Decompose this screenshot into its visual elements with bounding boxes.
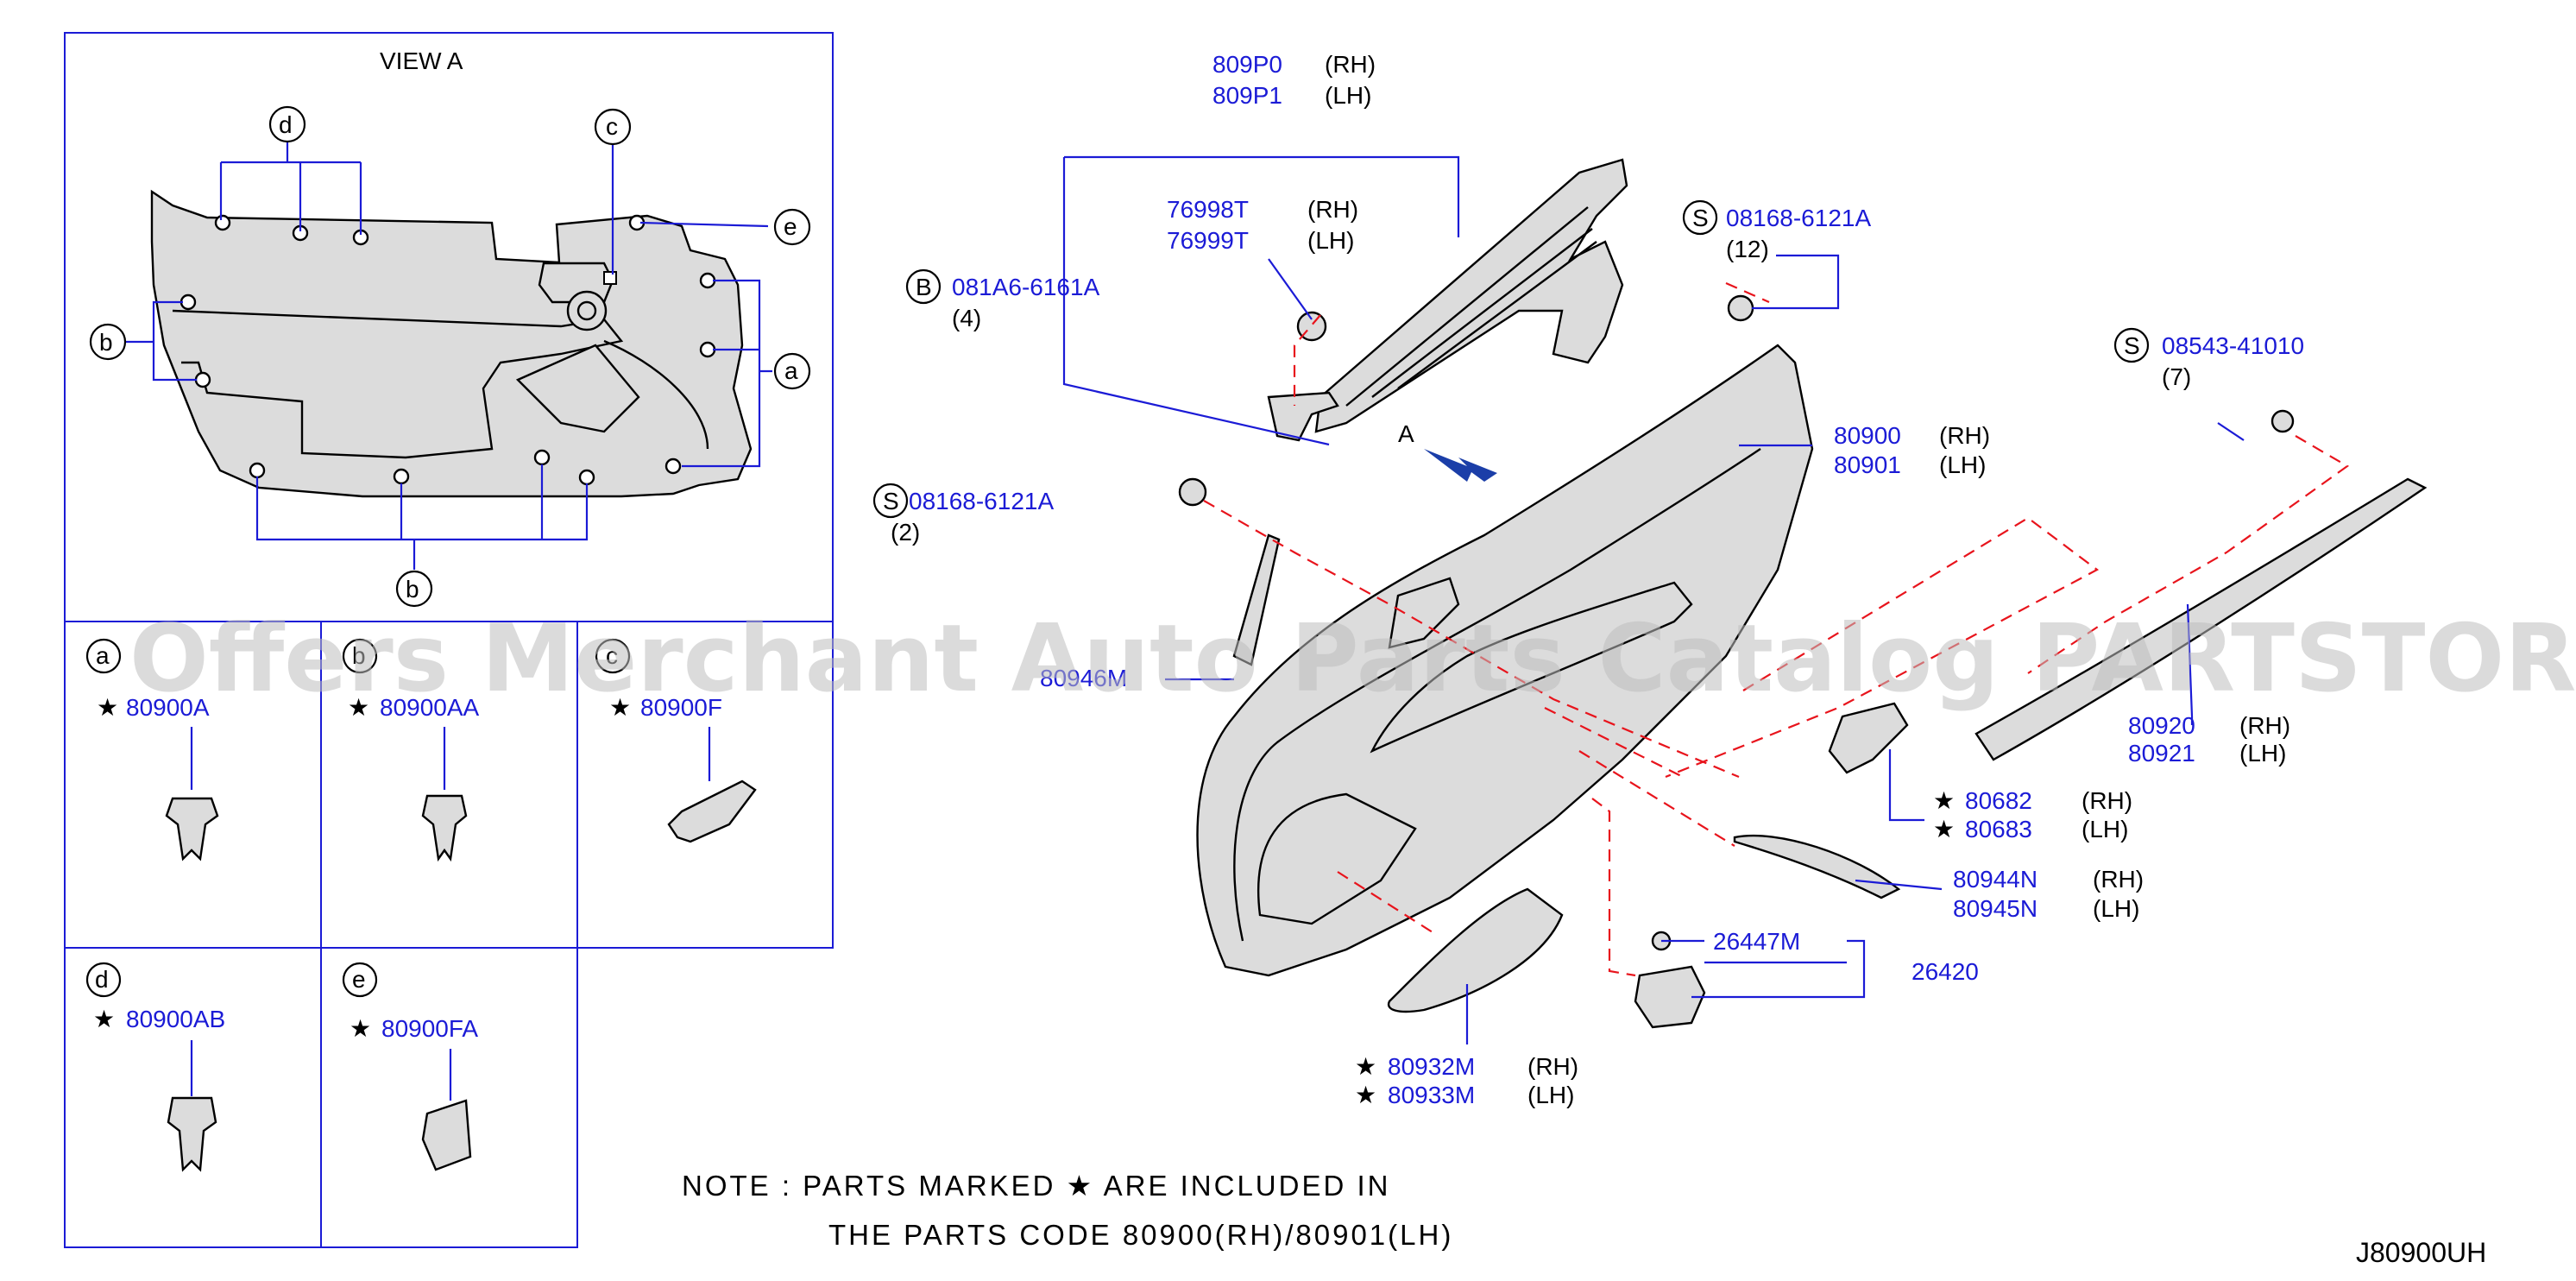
part-08543-41010-link[interactable]: 08543-41010 (2162, 332, 2304, 359)
part-80944N-link[interactable]: 80944N (1953, 866, 2037, 893)
qty-7: (7) (2162, 363, 2191, 390)
part-80932M-link[interactable]: 80932M (1388, 1053, 1475, 1080)
part-08168-6121A-lower-link[interactable]: 08168-6121A (909, 488, 1054, 514)
part-80946M-link[interactable]: 80946M (1040, 665, 1127, 691)
part-80900-link[interactable]: 80900 (1834, 422, 1901, 449)
trim-strip-80920 (1975, 477, 2428, 761)
callout-S-3: S (2124, 332, 2140, 359)
part-labels: 809P0 (RH) 809P1 (LH) 76998T (RH) 76999T… (872, 51, 2304, 1108)
part-leaders (1062, 155, 2245, 1044)
part-80920-link[interactable]: 80920 (2128, 712, 2195, 739)
clip-e-letter: e (352, 966, 366, 993)
clip-a-letter: a (96, 642, 110, 669)
side-lh: (LH) (2093, 895, 2139, 922)
clip-d-part-link[interactable]: 80900AB (126, 1006, 225, 1032)
part-26447M-link[interactable]: 26447M (1713, 928, 1800, 955)
side-rh: (RH) (2239, 712, 2290, 739)
qty-4: (4) (952, 305, 981, 331)
callout-b: b (99, 329, 113, 356)
callout-S-2: S (883, 488, 899, 514)
callout-e: e (784, 213, 797, 240)
part-809P1-link[interactable]: 809P1 (1212, 82, 1282, 109)
note-line-2: THE PARTS CODE 80900(RH)/80901(LH) (828, 1219, 1453, 1251)
part-80683-link[interactable]: 80683 (1965, 816, 2032, 842)
clip-a-star: ★ (97, 694, 118, 721)
callout-a: a (784, 357, 798, 384)
clip-e-star: ★ (350, 1015, 371, 1042)
pull-handle-80682 (1828, 702, 1909, 774)
part-26420-link[interactable]: 26420 (1912, 958, 1979, 985)
side-rh: (RH) (1527, 1053, 1578, 1080)
view-a-title: VIEW A (380, 47, 463, 74)
clip-d-letter: d (95, 966, 109, 993)
part-80933M-link[interactable]: 80933M (1388, 1082, 1475, 1108)
callout-S-1: S (1692, 205, 1709, 231)
clip-d-icon (167, 1096, 217, 1172)
side-lh: (LH) (1325, 82, 1371, 109)
part-80921-link[interactable]: 80921 (2128, 740, 2195, 767)
clip-c-part-link[interactable]: 80900F (640, 694, 722, 721)
clip-c-letter: c (606, 642, 618, 669)
armrest-pad-80944N (1733, 834, 1901, 899)
clip-b-letter: b (352, 642, 366, 669)
part-76998T-link[interactable]: 76998T (1167, 196, 1249, 223)
side-rh: (RH) (1939, 422, 1990, 449)
callout-B: B (916, 274, 932, 300)
upper-brace-809P0 (1314, 158, 1628, 433)
door-panel-back-view (150, 189, 753, 498)
callout-b-bottom: b (406, 576, 419, 603)
part-809P0-link[interactable]: 809P0 (1212, 51, 1282, 78)
side-lh: (LH) (2082, 816, 2128, 842)
watermark: Offers Merchant Auto Parts Catalog PARTS… (129, 605, 2576, 713)
side-lh: (LH) (1939, 451, 1986, 478)
arrow-a-label: A (1398, 420, 1414, 447)
part-80945N-link[interactable]: 80945N (1953, 895, 2037, 922)
star-80683: ★ (1933, 816, 1955, 842)
side-rh: (RH) (2093, 866, 2144, 893)
clip-a-icon (165, 797, 219, 861)
view-a-arrow: A (1398, 420, 1497, 482)
part-80901-link[interactable]: 80901 (1834, 451, 1901, 478)
clip-d-star: ★ (93, 1006, 115, 1032)
view-a-panel: VIEW A d (64, 32, 834, 622)
side-rh: (RH) (2082, 787, 2132, 814)
star-80932M: ★ (1355, 1053, 1376, 1080)
clip-e-icon (421, 1099, 472, 1171)
note-line-1: NOTE : PARTS MARKED ★ ARE INCLUDED IN (682, 1170, 1390, 1202)
door-assembly (1178, 158, 2428, 1029)
part-80682-link[interactable]: 80682 (1965, 787, 2032, 814)
star-80682: ★ (1933, 787, 1955, 814)
clip-a-part-link[interactable]: 80900A (126, 694, 210, 721)
part-76999T-link[interactable]: 76999T (1167, 227, 1249, 254)
qty-12: (12) (1726, 236, 1769, 262)
clip-b-star: ★ (348, 694, 369, 721)
lower-pad-80932M (1387, 887, 1564, 1013)
part-081A6-6161A-link[interactable]: 081A6-6161A (952, 274, 1100, 300)
diagram-code: J80900UH (2356, 1237, 2486, 1268)
dashed-leaders (1203, 281, 2350, 977)
callout-d: d (279, 111, 293, 138)
clip-b-part-link[interactable]: 80900AA (380, 694, 480, 721)
lamp-26420 (1634, 965, 1706, 1029)
clip-boxes: a ★ 80900A b ★ 80900AA c ★ 80900F d ★ 80… (64, 621, 834, 1248)
side-rh: (RH) (1325, 51, 1376, 78)
qty-2: (2) (891, 519, 920, 546)
side-rh: (RH) (1307, 196, 1358, 223)
callout-c: c (606, 113, 618, 140)
part-08168-6121A-upper-link[interactable]: 08168-6121A (1726, 205, 1871, 231)
clip-c-icon (667, 779, 757, 843)
side-lh: (LH) (1307, 227, 1354, 254)
clip-b-icon (421, 794, 468, 862)
clip-e-part-link[interactable]: 80900FA (381, 1015, 478, 1042)
star-80933M: ★ (1355, 1082, 1376, 1108)
side-lh: (LH) (1527, 1082, 1574, 1108)
clip-c-star: ★ (609, 694, 631, 721)
side-lh: (LH) (2239, 740, 2286, 767)
